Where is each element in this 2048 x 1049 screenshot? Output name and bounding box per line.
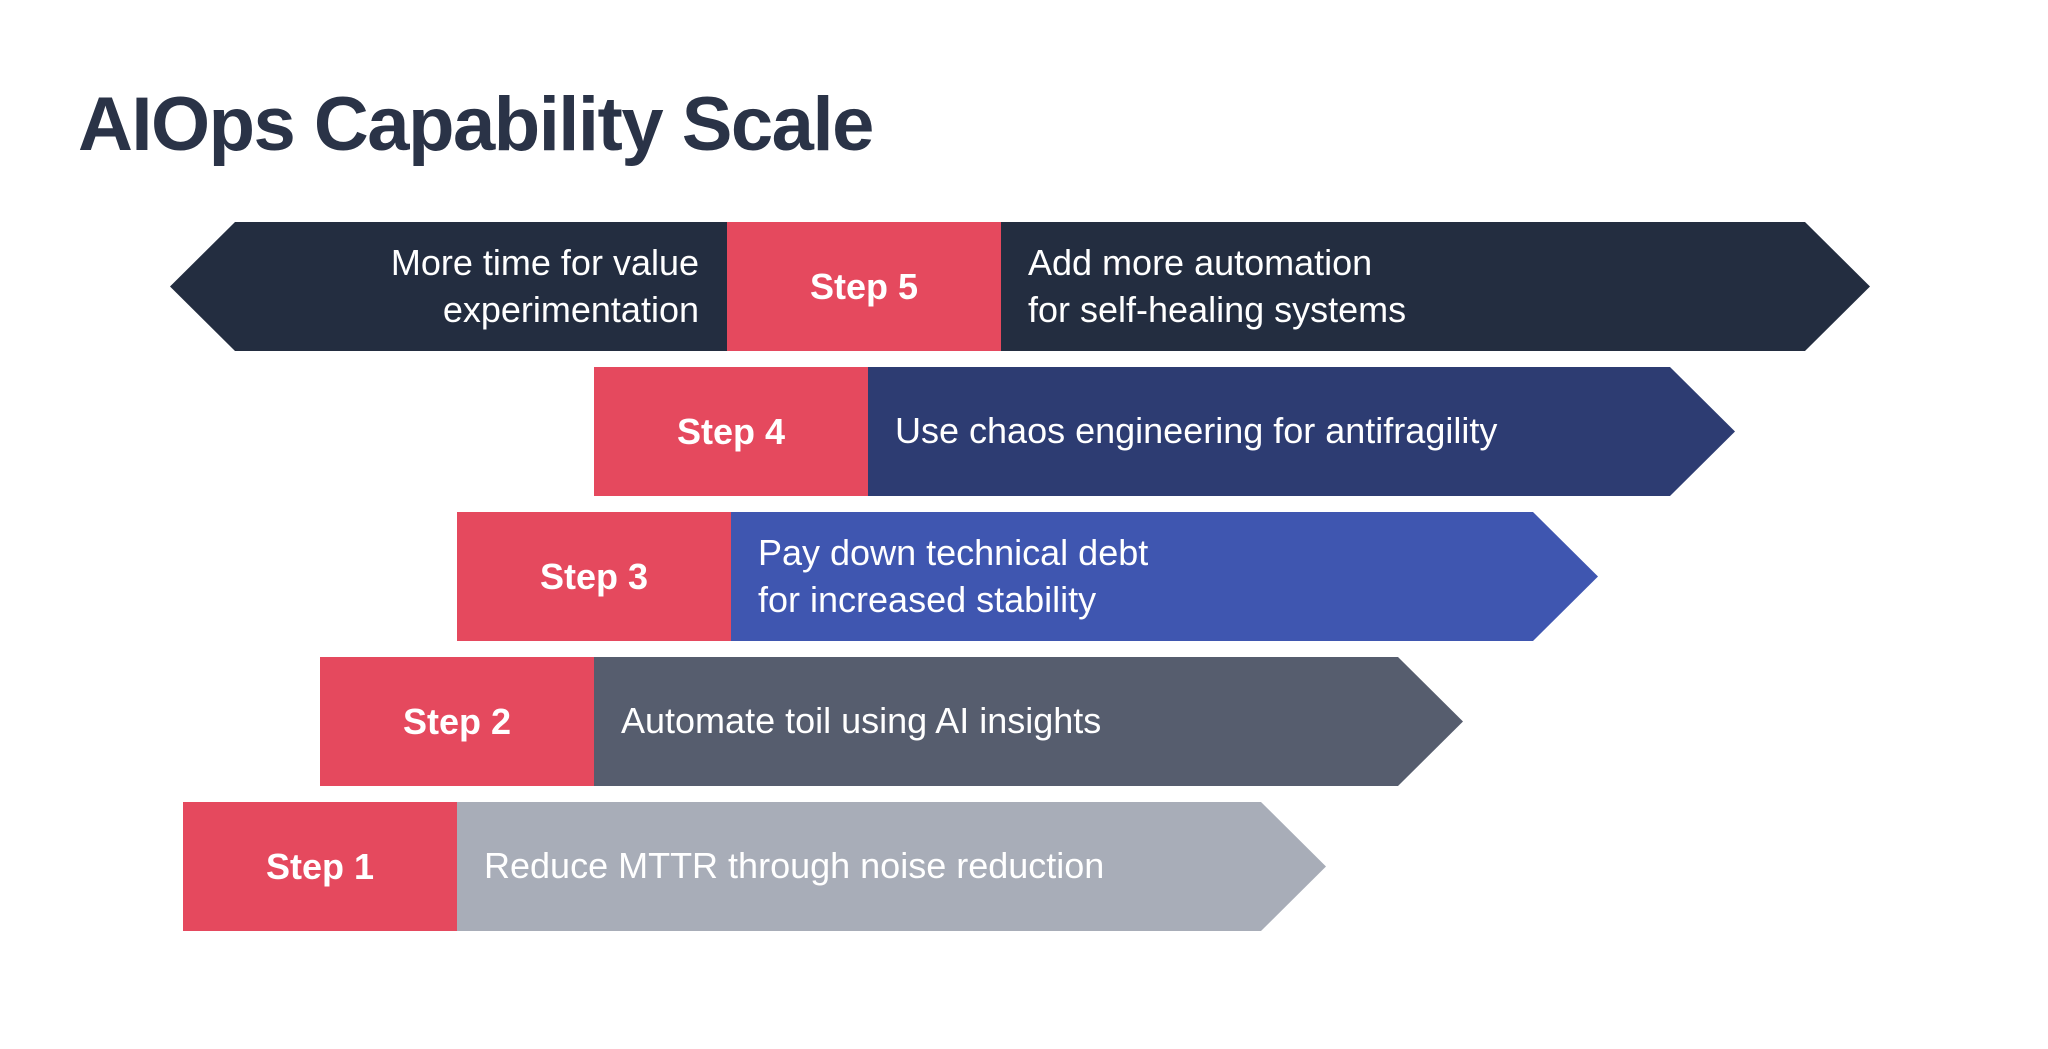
page-title: AIOps Capability Scale	[78, 81, 874, 167]
step-5-label: Step 5	[727, 222, 1001, 351]
step-2-bar: Automate toil using AI insights	[594, 657, 1463, 786]
step-3-bar: Pay down technical debt for increased st…	[731, 512, 1598, 641]
step-5-row: More time for value experimentation Step…	[170, 222, 1870, 351]
step-1-row: Step 1 Reduce MTTR through noise reducti…	[183, 802, 1326, 931]
step-3-row: Step 3 Pay down technical debt for incre…	[457, 512, 1598, 641]
step-4-label: Step 4	[594, 367, 868, 496]
step-4-row: Step 4 Use chaos engineering for antifra…	[594, 367, 1735, 496]
step-1-bar: Reduce MTTR through noise reduction	[457, 802, 1326, 931]
step-2-label: Step 2	[320, 657, 594, 786]
step-4-bar: Use chaos engineering for antifragility	[868, 367, 1735, 496]
step-5-bar: Add more automation for self-healing sys…	[1001, 222, 1870, 351]
step-1-label: Step 1	[183, 802, 457, 931]
step-2-row: Step 2 Automate toil using AI insights	[320, 657, 1463, 786]
step-3-label: Step 3	[457, 512, 731, 641]
step-5-left-bar: More time for value experimentation	[170, 222, 727, 351]
